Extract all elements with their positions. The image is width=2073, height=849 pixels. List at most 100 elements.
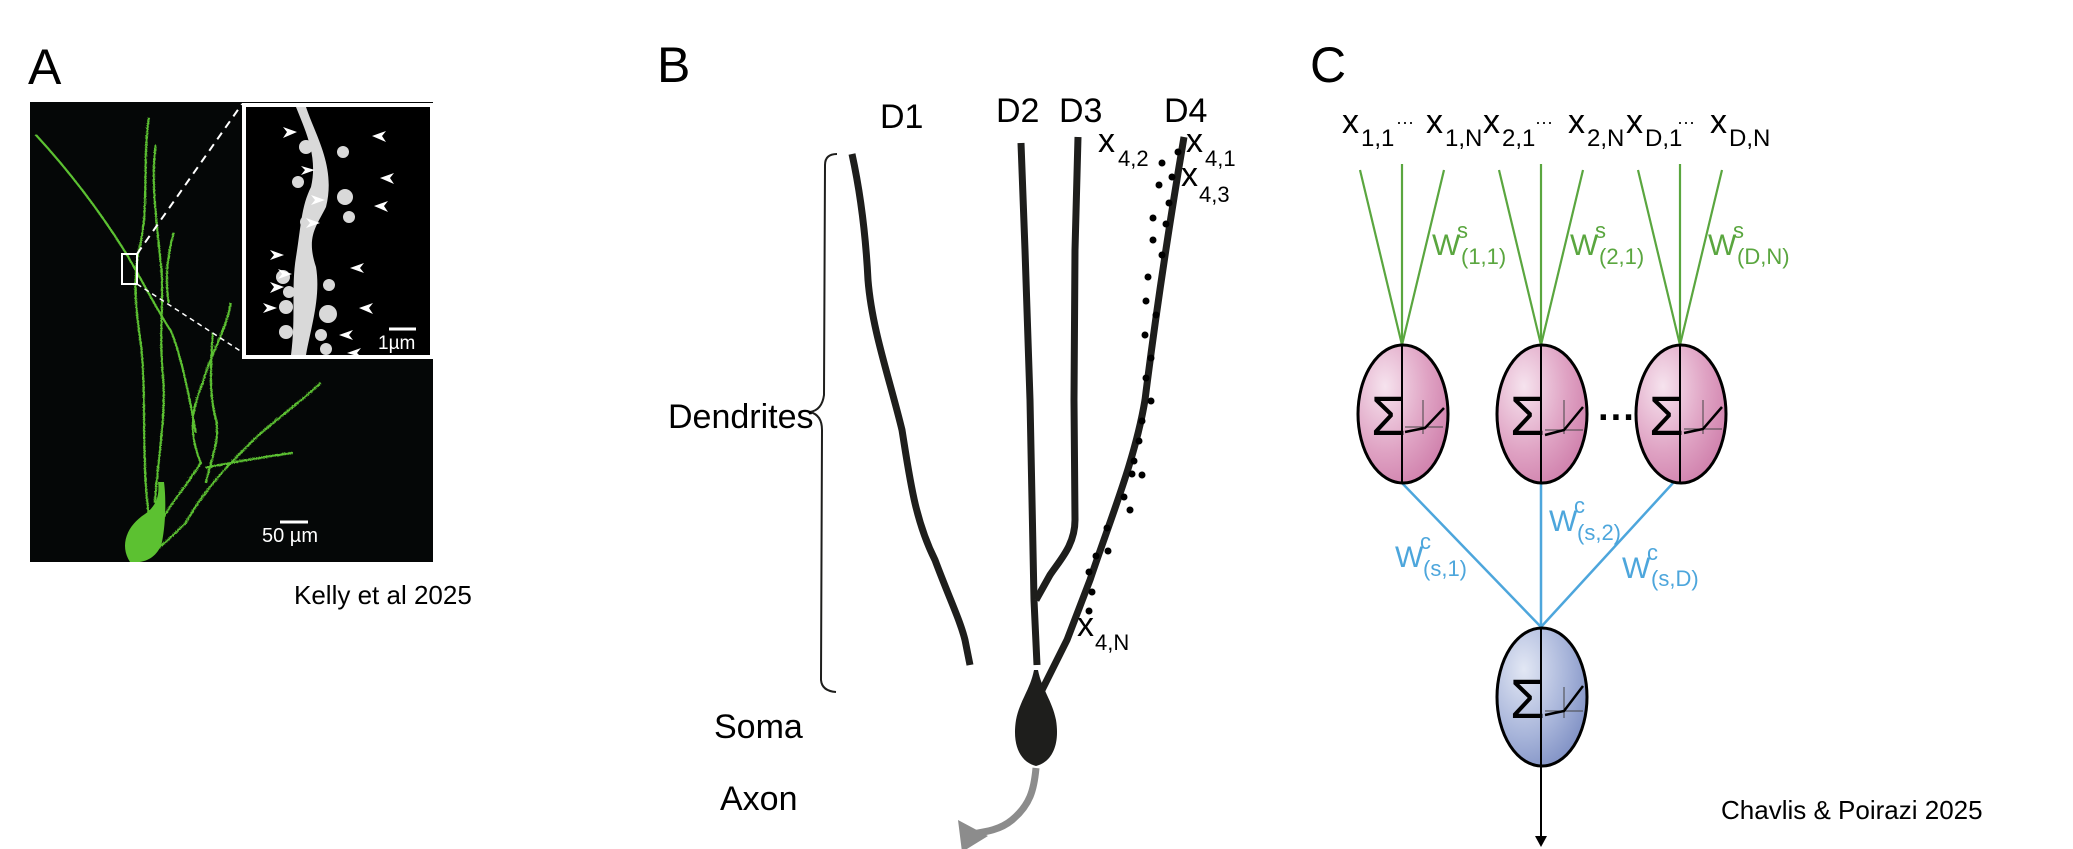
dendrite-label-d2: D2 bbox=[996, 92, 1039, 130]
svg-text:W: W bbox=[1395, 541, 1424, 574]
weight-ws-11: Ws(1,1) bbox=[1432, 218, 1506, 269]
svg-text:x: x bbox=[1568, 103, 1585, 141]
svg-text:4,3: 4,3 bbox=[1199, 182, 1230, 207]
dendritic-spines bbox=[276, 107, 355, 355]
synaptic-connections bbox=[1358, 164, 1724, 346]
neuron-dendrites bbox=[34, 116, 321, 548]
relu-icon bbox=[1544, 400, 1584, 437]
svg-text:W: W bbox=[1708, 229, 1737, 262]
citation-chavlis: Chavlis & Poirazi 2025 bbox=[1721, 795, 1983, 825]
svg-text:4,1: 4,1 bbox=[1205, 146, 1236, 171]
axon-terminal-icon bbox=[958, 820, 988, 849]
svg-text:s: s bbox=[1733, 218, 1744, 243]
svg-text:W: W bbox=[1432, 229, 1461, 262]
svg-text:(D,N): (D,N) bbox=[1737, 244, 1790, 269]
cell-connections bbox=[1401, 482, 1674, 628]
panel-a-label: A bbox=[28, 39, 62, 95]
axon-label: Axon bbox=[720, 780, 798, 818]
svg-text:D,N: D,N bbox=[1729, 125, 1770, 152]
sum-icon: Σ bbox=[1649, 384, 1684, 447]
relu-icon bbox=[1404, 400, 1445, 434]
dendrite-d1 bbox=[848, 153, 974, 666]
dendrite-d2 bbox=[1017, 142, 1041, 666]
svg-text:1,N: 1,N bbox=[1445, 125, 1482, 152]
sum-icon: Σ bbox=[1510, 384, 1545, 447]
dendrite-label-d4: D4 bbox=[1164, 92, 1207, 130]
panel-b-label: B bbox=[657, 37, 691, 93]
citation-kelly: Kelly et al 2025 bbox=[294, 580, 472, 610]
input-ellipsis-1: ··· bbox=[1396, 112, 1414, 132]
svg-text:(s,D): (s,D) bbox=[1651, 566, 1699, 591]
relu-icon bbox=[1683, 400, 1723, 435]
svg-text:4,N: 4,N bbox=[1095, 630, 1129, 655]
weight-wc-s2: Wc(s,2) bbox=[1549, 493, 1621, 545]
svg-text:s: s bbox=[1457, 218, 1468, 243]
input-ellipsis-3: ··· bbox=[1677, 112, 1695, 132]
svg-text:4,2: 4,2 bbox=[1118, 146, 1149, 171]
cell-weight-labels: Wc(s,1) Wc(s,2) Wc(s,D) bbox=[1395, 493, 1699, 591]
svg-text:c: c bbox=[1574, 493, 1585, 518]
dendrites-brace bbox=[809, 153, 838, 693]
scale-bar-main-label: 50 µm bbox=[262, 525, 318, 547]
neuron-image: 50 µm bbox=[34, 103, 321, 562]
node-ellipsis: ··· bbox=[1598, 397, 1636, 439]
weight-ws-21: Ws(2,1) bbox=[1570, 218, 1644, 269]
svg-text:c: c bbox=[1420, 529, 1431, 554]
dendrite-d3 bbox=[1032, 136, 1082, 602]
sum-icon: Σ bbox=[1510, 667, 1545, 730]
weight-ws-dn: Ws(D,N) bbox=[1708, 218, 1790, 269]
svg-text:x: x bbox=[1426, 103, 1443, 141]
svg-text:x: x bbox=[1181, 156, 1198, 194]
dendrite-label-d1: D1 bbox=[880, 98, 923, 136]
svg-text:x: x bbox=[1098, 122, 1115, 160]
svg-text:W: W bbox=[1622, 552, 1651, 585]
axon bbox=[971, 767, 1040, 838]
dendrite-node-d: Σ bbox=[1634, 343, 1728, 485]
svg-text:2,1: 2,1 bbox=[1502, 125, 1535, 152]
soma-label: Soma bbox=[714, 708, 803, 746]
svg-text:x: x bbox=[1186, 122, 1203, 160]
svg-text:x: x bbox=[1483, 103, 1500, 141]
dendrite-label-d3: D3 bbox=[1059, 92, 1102, 130]
input-ellipsis-2: ··· bbox=[1535, 112, 1553, 132]
synaptic-weight-labels: Ws(1,1) Ws(2,1) Ws(D,N) bbox=[1432, 218, 1790, 269]
svg-text:x: x bbox=[1342, 103, 1359, 141]
synapse-label-x43: x 4,3 bbox=[1181, 156, 1230, 207]
svg-text:D,1: D,1 bbox=[1645, 125, 1682, 152]
zoom-region-box bbox=[121, 253, 138, 285]
svg-text:(2,1): (2,1) bbox=[1599, 244, 1644, 269]
dendrite-node-2: Σ bbox=[1495, 343, 1589, 485]
zoom-line-top bbox=[136, 103, 243, 255]
synapse-label-x41: x 4,1 bbox=[1186, 122, 1236, 171]
svg-text:x: x bbox=[1626, 103, 1643, 141]
relu-icon bbox=[1544, 685, 1584, 718]
svg-text:(s,1): (s,1) bbox=[1423, 556, 1467, 581]
zoom-line-bottom bbox=[136, 283, 243, 353]
svg-text:W: W bbox=[1570, 229, 1599, 262]
svg-text:s: s bbox=[1595, 218, 1606, 243]
dendrite-node-1: Σ bbox=[1356, 343, 1450, 485]
spine-image: 1µm bbox=[263, 107, 416, 355]
sum-icon: Σ bbox=[1371, 384, 1406, 447]
dendrites-label: Dendrites bbox=[668, 398, 814, 436]
soma bbox=[1014, 670, 1058, 766]
svg-text:2,N: 2,N bbox=[1587, 125, 1624, 152]
svg-text:(s,2): (s,2) bbox=[1577, 520, 1621, 545]
dendrite-d4 bbox=[1038, 136, 1188, 692]
spine-arrowheads bbox=[263, 127, 394, 355]
soma-node: Σ bbox=[1495, 626, 1589, 768]
weight-wc-sd: Wc(s,D) bbox=[1622, 540, 1699, 591]
svg-text:(1,1): (1,1) bbox=[1461, 244, 1506, 269]
weight-wc-s1: Wc(s,1) bbox=[1395, 529, 1467, 581]
dendrite-branches bbox=[848, 136, 1188, 692]
output-arrow-icon bbox=[1535, 836, 1547, 847]
svg-text:c: c bbox=[1647, 540, 1658, 565]
svg-text:1,1: 1,1 bbox=[1361, 125, 1394, 152]
spine-inset: 1µm bbox=[242, 103, 434, 359]
synapse-label-x42: x 4,2 bbox=[1098, 122, 1149, 171]
